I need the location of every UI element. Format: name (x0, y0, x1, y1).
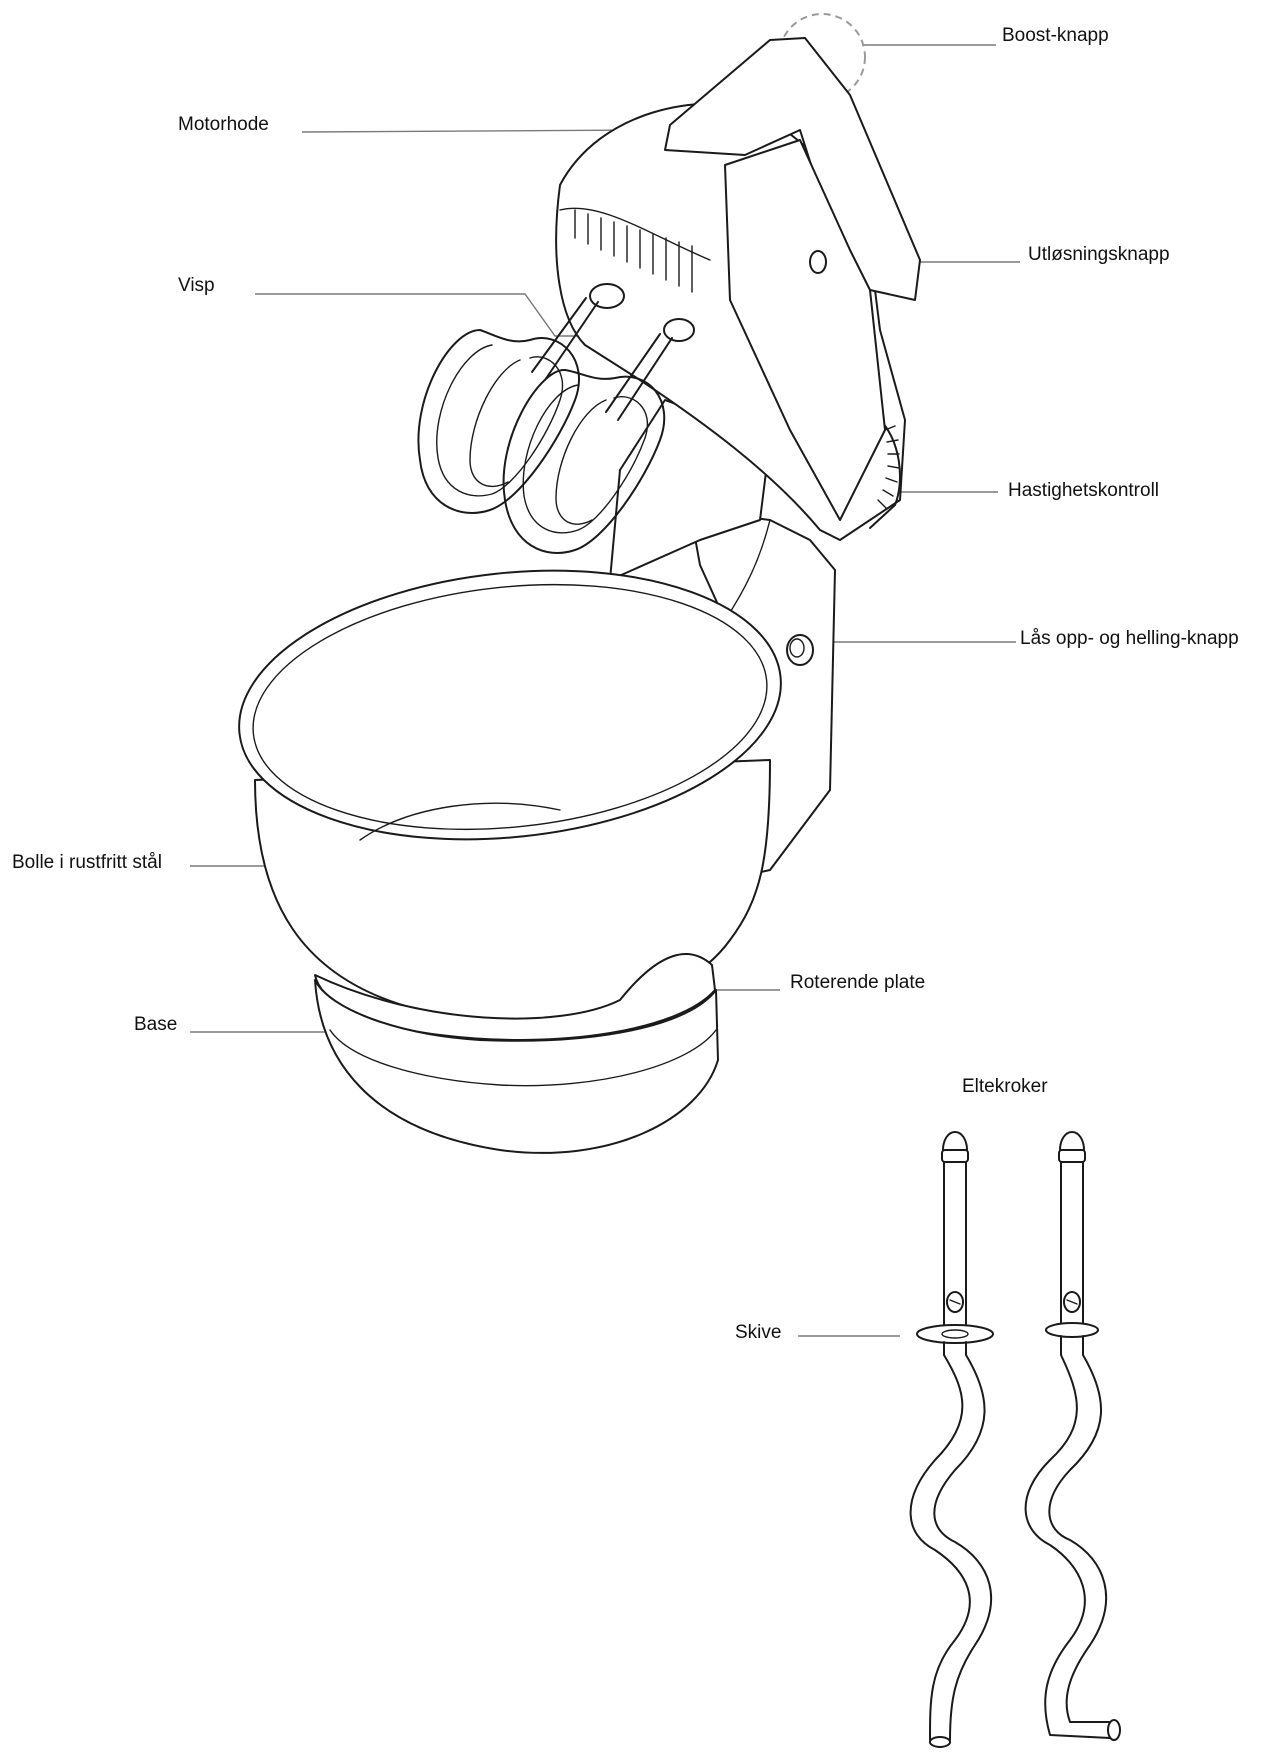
label-whisk: Visp (178, 275, 215, 296)
whisk-beaters (417, 297, 673, 554)
whisk-socket-left (589, 283, 625, 309)
turntable-and-base (314, 953, 719, 1154)
label-disc: Skive (735, 1322, 782, 1343)
label-base: Base (134, 1014, 178, 1035)
handle (664, 37, 921, 521)
unlock-tilt-button (786, 634, 814, 666)
dough-hook-left (909, 1131, 994, 1748)
release-button (809, 250, 827, 274)
label-speed-control: Hastighetskontroll (1008, 480, 1160, 501)
label-turntable: Roterende plate (790, 972, 926, 993)
whisk-socket-right (663, 318, 695, 342)
leader-motor-head (301, 129, 641, 133)
speed-control-dial (869, 419, 901, 529)
label-bowl: Bolle i rustfritt stål (12, 852, 162, 873)
dough-hook-right (1024, 1131, 1121, 1741)
motor-vents (574, 209, 693, 293)
disc (916, 1324, 994, 1344)
label-boost-button: Boost-knapp (1002, 25, 1109, 46)
label-motor-head: Motorhode (178, 114, 269, 135)
label-unlock-tilt-button: Lås opp- og helling-knapp (1020, 628, 1239, 649)
stainless-steel-bowl (238, 569, 782, 1023)
label-release-button: Utløsningsknapp (1028, 244, 1170, 265)
label-dough-hooks: Eltekroker (962, 1076, 1048, 1097)
